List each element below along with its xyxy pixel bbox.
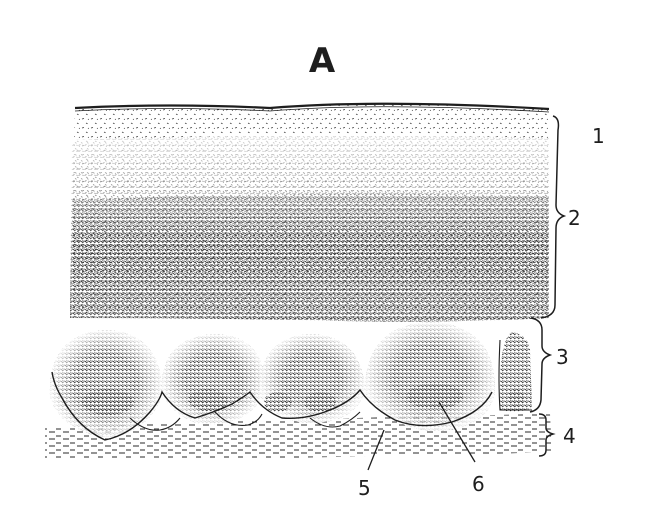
nucleus-6 — [508, 389, 524, 407]
label-4: 4 — [563, 424, 576, 448]
nucleus-3 — [264, 392, 292, 412]
label-5: 5 — [358, 476, 371, 500]
nucleus-5 — [407, 383, 463, 409]
label-3: 3 — [556, 345, 569, 369]
label-1: 1 — [592, 124, 605, 148]
nucleus-1 — [82, 389, 134, 415]
label-6: 6 — [472, 472, 485, 496]
label-2: 2 — [568, 206, 581, 230]
layer-2-band — [70, 104, 549, 321]
brace-3 — [530, 318, 550, 412]
figure-title: A — [309, 41, 336, 81]
